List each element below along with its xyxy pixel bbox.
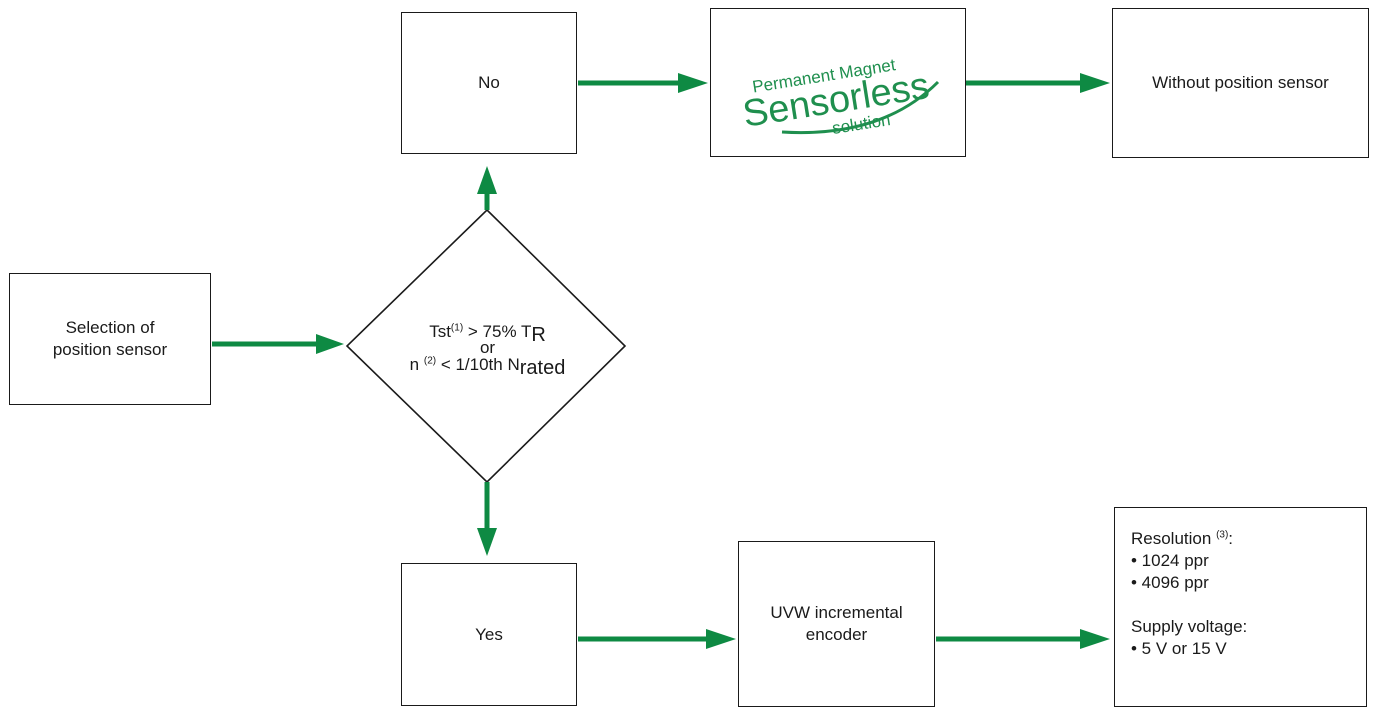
decision-text: Tst(1) > 75% TR or n (2) < 1/10th Nrated — [365, 308, 610, 388]
encoder-line2: encoder — [805, 625, 868, 644]
start-node-line2: position sensor — [52, 340, 168, 359]
specs-res-item2: • 4096 ppr — [1131, 573, 1209, 592]
without-label: Without position sensor — [1152, 73, 1329, 92]
specs-supply-item1: • 5 V or 15 V — [1131, 639, 1227, 658]
start-node-selection-of-position-sensor: Selection of position sensor — [9, 273, 211, 405]
encoder-specs-node: Resolution (3): • 1024 ppr • 4096 ppr Su… — [1114, 507, 1367, 707]
encoder-line1: UVW incremental — [770, 603, 903, 622]
arrowhead-decision-to-no — [477, 166, 497, 194]
decision-sub-rated: rated — [519, 357, 566, 379]
no-node: No — [401, 12, 577, 154]
decision-line2: or — [479, 338, 496, 357]
permanent-magnet-sensorless-logo: Permanent Magnet Sensorless solution — [740, 55, 940, 138]
footnote-2: (2) — [423, 355, 437, 367]
decision-line3: n (2) < 1/10th Nrated — [409, 355, 566, 378]
start-node-line1: Selection of — [65, 318, 155, 337]
yes-label: Yes — [475, 624, 503, 644]
decision-n: n — [409, 355, 424, 374]
decision-tst: Tst — [429, 322, 451, 341]
decision-sub-r: R — [531, 324, 546, 346]
yes-node: Yes — [401, 563, 577, 706]
arrowhead-logo-to-without — [1080, 73, 1110, 93]
footnote-3: (3) — [1216, 529, 1229, 541]
no-label: No — [478, 73, 500, 92]
specs-resolution: Resolution (3): — [1131, 528, 1233, 550]
without-position-sensor-node: Without position sensor — [1112, 8, 1369, 158]
logo-swoosh — [781, 80, 940, 135]
arrowhead-no-to-logo — [678, 73, 708, 93]
decision-threshold: > 75% T — [463, 322, 532, 341]
arrowhead-yes-to-encoder — [706, 629, 736, 649]
arrowhead-encoder-to-specs — [1080, 629, 1110, 649]
decision-speed: < 1/10th N — [436, 355, 520, 374]
resolution-label: Resolution — [1131, 529, 1217, 548]
decision-line1: Tst(1) > 75% TR — [429, 322, 546, 345]
resolution-colon: : — [1228, 529, 1234, 548]
specs-supply-label: Supply voltage: — [1131, 617, 1248, 636]
sensorless-logo-box: Permanent Magnet Sensorless solution — [710, 8, 966, 157]
uvw-incremental-encoder-node: UVW incremental encoder — [738, 541, 935, 707]
specs-res-item1: • 1024 ppr — [1131, 551, 1209, 570]
arrowhead-decision-to-yes — [477, 528, 497, 556]
footnote-1: (1) — [450, 322, 464, 334]
arrowhead-start-to-decision — [316, 334, 344, 354]
